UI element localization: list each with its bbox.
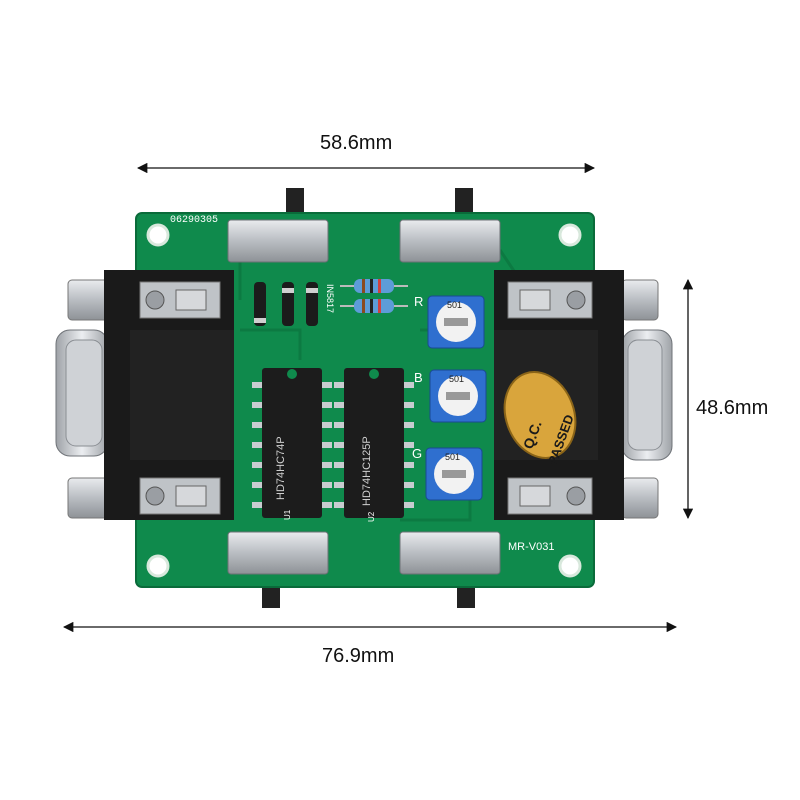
chip-pin (320, 382, 332, 388)
chip-pin (252, 422, 264, 428)
chip-pin (320, 482, 332, 488)
left-vga-connector-shell (55, 279, 109, 519)
chip-notch (287, 369, 297, 379)
chip-pin (402, 422, 414, 428)
dimension-width-bottom: 76.9mm (322, 645, 395, 667)
chip-pin (252, 482, 264, 488)
chip-pin (334, 382, 346, 388)
chip-pin (402, 402, 414, 408)
chip-pin (334, 502, 346, 508)
chip-pin (252, 502, 264, 508)
left-connector-housing (104, 270, 234, 520)
ic-chips (252, 368, 414, 518)
chip-pin (320, 502, 332, 508)
chip-pin (320, 442, 332, 448)
dimension-height-right: 48.6mm (696, 397, 769, 419)
ic-ref-u1: U1 (283, 509, 292, 520)
chip2-marking: HD74HC125P (361, 436, 373, 506)
chip-pin (334, 422, 346, 428)
slide-switches (227, 219, 501, 575)
mounting-holes (146, 223, 582, 578)
chip-pin (320, 402, 332, 408)
pot-label-g: G (412, 446, 422, 461)
board-serial: 06290305 (170, 215, 218, 226)
diodes (254, 282, 318, 326)
chip-pin (252, 402, 264, 408)
resistors (340, 279, 408, 313)
pot-value-r: 501 (447, 300, 462, 310)
chip-pin (252, 462, 264, 468)
chip-pin (402, 502, 414, 508)
pot-value-b: 501 (449, 374, 464, 384)
pot-value-g: 501 (445, 452, 460, 462)
chip-pin (320, 462, 332, 468)
chip-pin (334, 462, 346, 468)
chip-pin (252, 442, 264, 448)
chip1-marking: HD74HC74P (275, 436, 287, 500)
board-model: MR-V031 (508, 541, 554, 553)
chip-pin (320, 422, 332, 428)
potentiometers (425, 295, 487, 501)
chip-pin (402, 442, 414, 448)
ic-ref-u2: U2 (367, 511, 376, 522)
chip-pin (334, 402, 346, 408)
chip-body-1 (262, 368, 322, 518)
chip-pin (252, 382, 264, 388)
chip-notch (369, 369, 379, 379)
chip-pin (402, 462, 414, 468)
qc-sticker (503, 371, 577, 459)
dimension-width-top: 58.6mm (320, 132, 393, 154)
right-vga-connector-shell (621, 279, 673, 519)
chip-body-2 (344, 368, 404, 518)
pot-label-r: R (414, 294, 423, 309)
diode-label: IN5817 (325, 284, 335, 313)
chip-pin (334, 482, 346, 488)
pot-label-b: B (414, 370, 423, 385)
chip-pin (334, 442, 346, 448)
chip-pin (402, 382, 414, 388)
chip-pin (402, 482, 414, 488)
